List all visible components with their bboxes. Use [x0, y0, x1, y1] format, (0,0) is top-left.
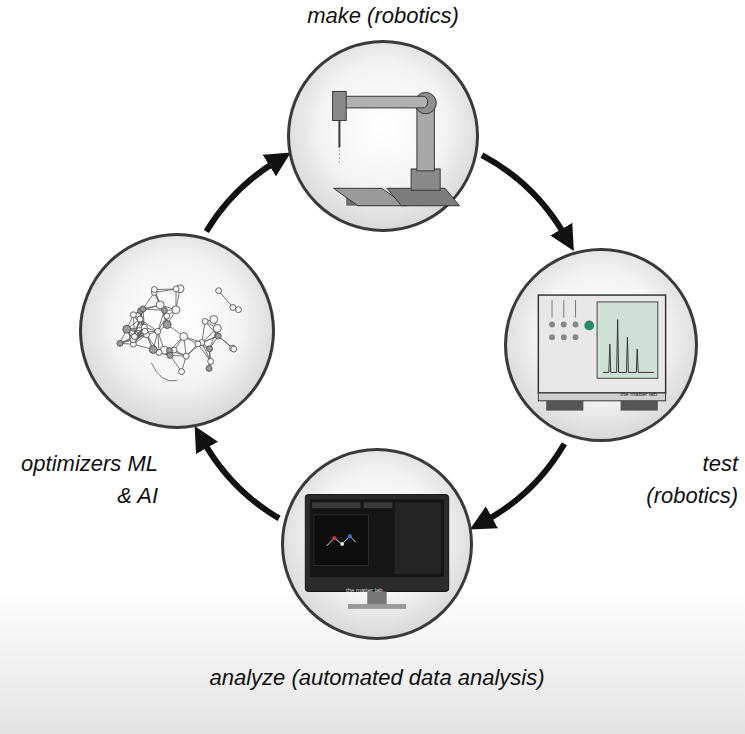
illustration — [284, 451, 470, 637]
process-circle: the matter lab — [281, 448, 473, 640]
illustration — [82, 236, 272, 426]
step-label: test (robotics) — [620, 448, 738, 512]
illustration — [507, 251, 695, 439]
process-circle — [287, 40, 479, 232]
process-circle: the matter lab — [504, 248, 698, 442]
brand-label: the matter lab — [620, 391, 657, 397]
cycle-arrow — [482, 155, 565, 236]
process-circle — [79, 233, 275, 429]
brand-label: the matter lab — [346, 587, 383, 593]
cycle-arrow — [203, 441, 279, 518]
illustration — [290, 43, 476, 229]
cycle-arrow — [485, 444, 564, 521]
step-label: analyze (automated data analysis) — [172, 662, 582, 694]
step-label: optimizers ML & AI — [8, 448, 158, 512]
step-label: make (robotics) — [233, 0, 533, 32]
cycle-arrow — [206, 162, 275, 232]
